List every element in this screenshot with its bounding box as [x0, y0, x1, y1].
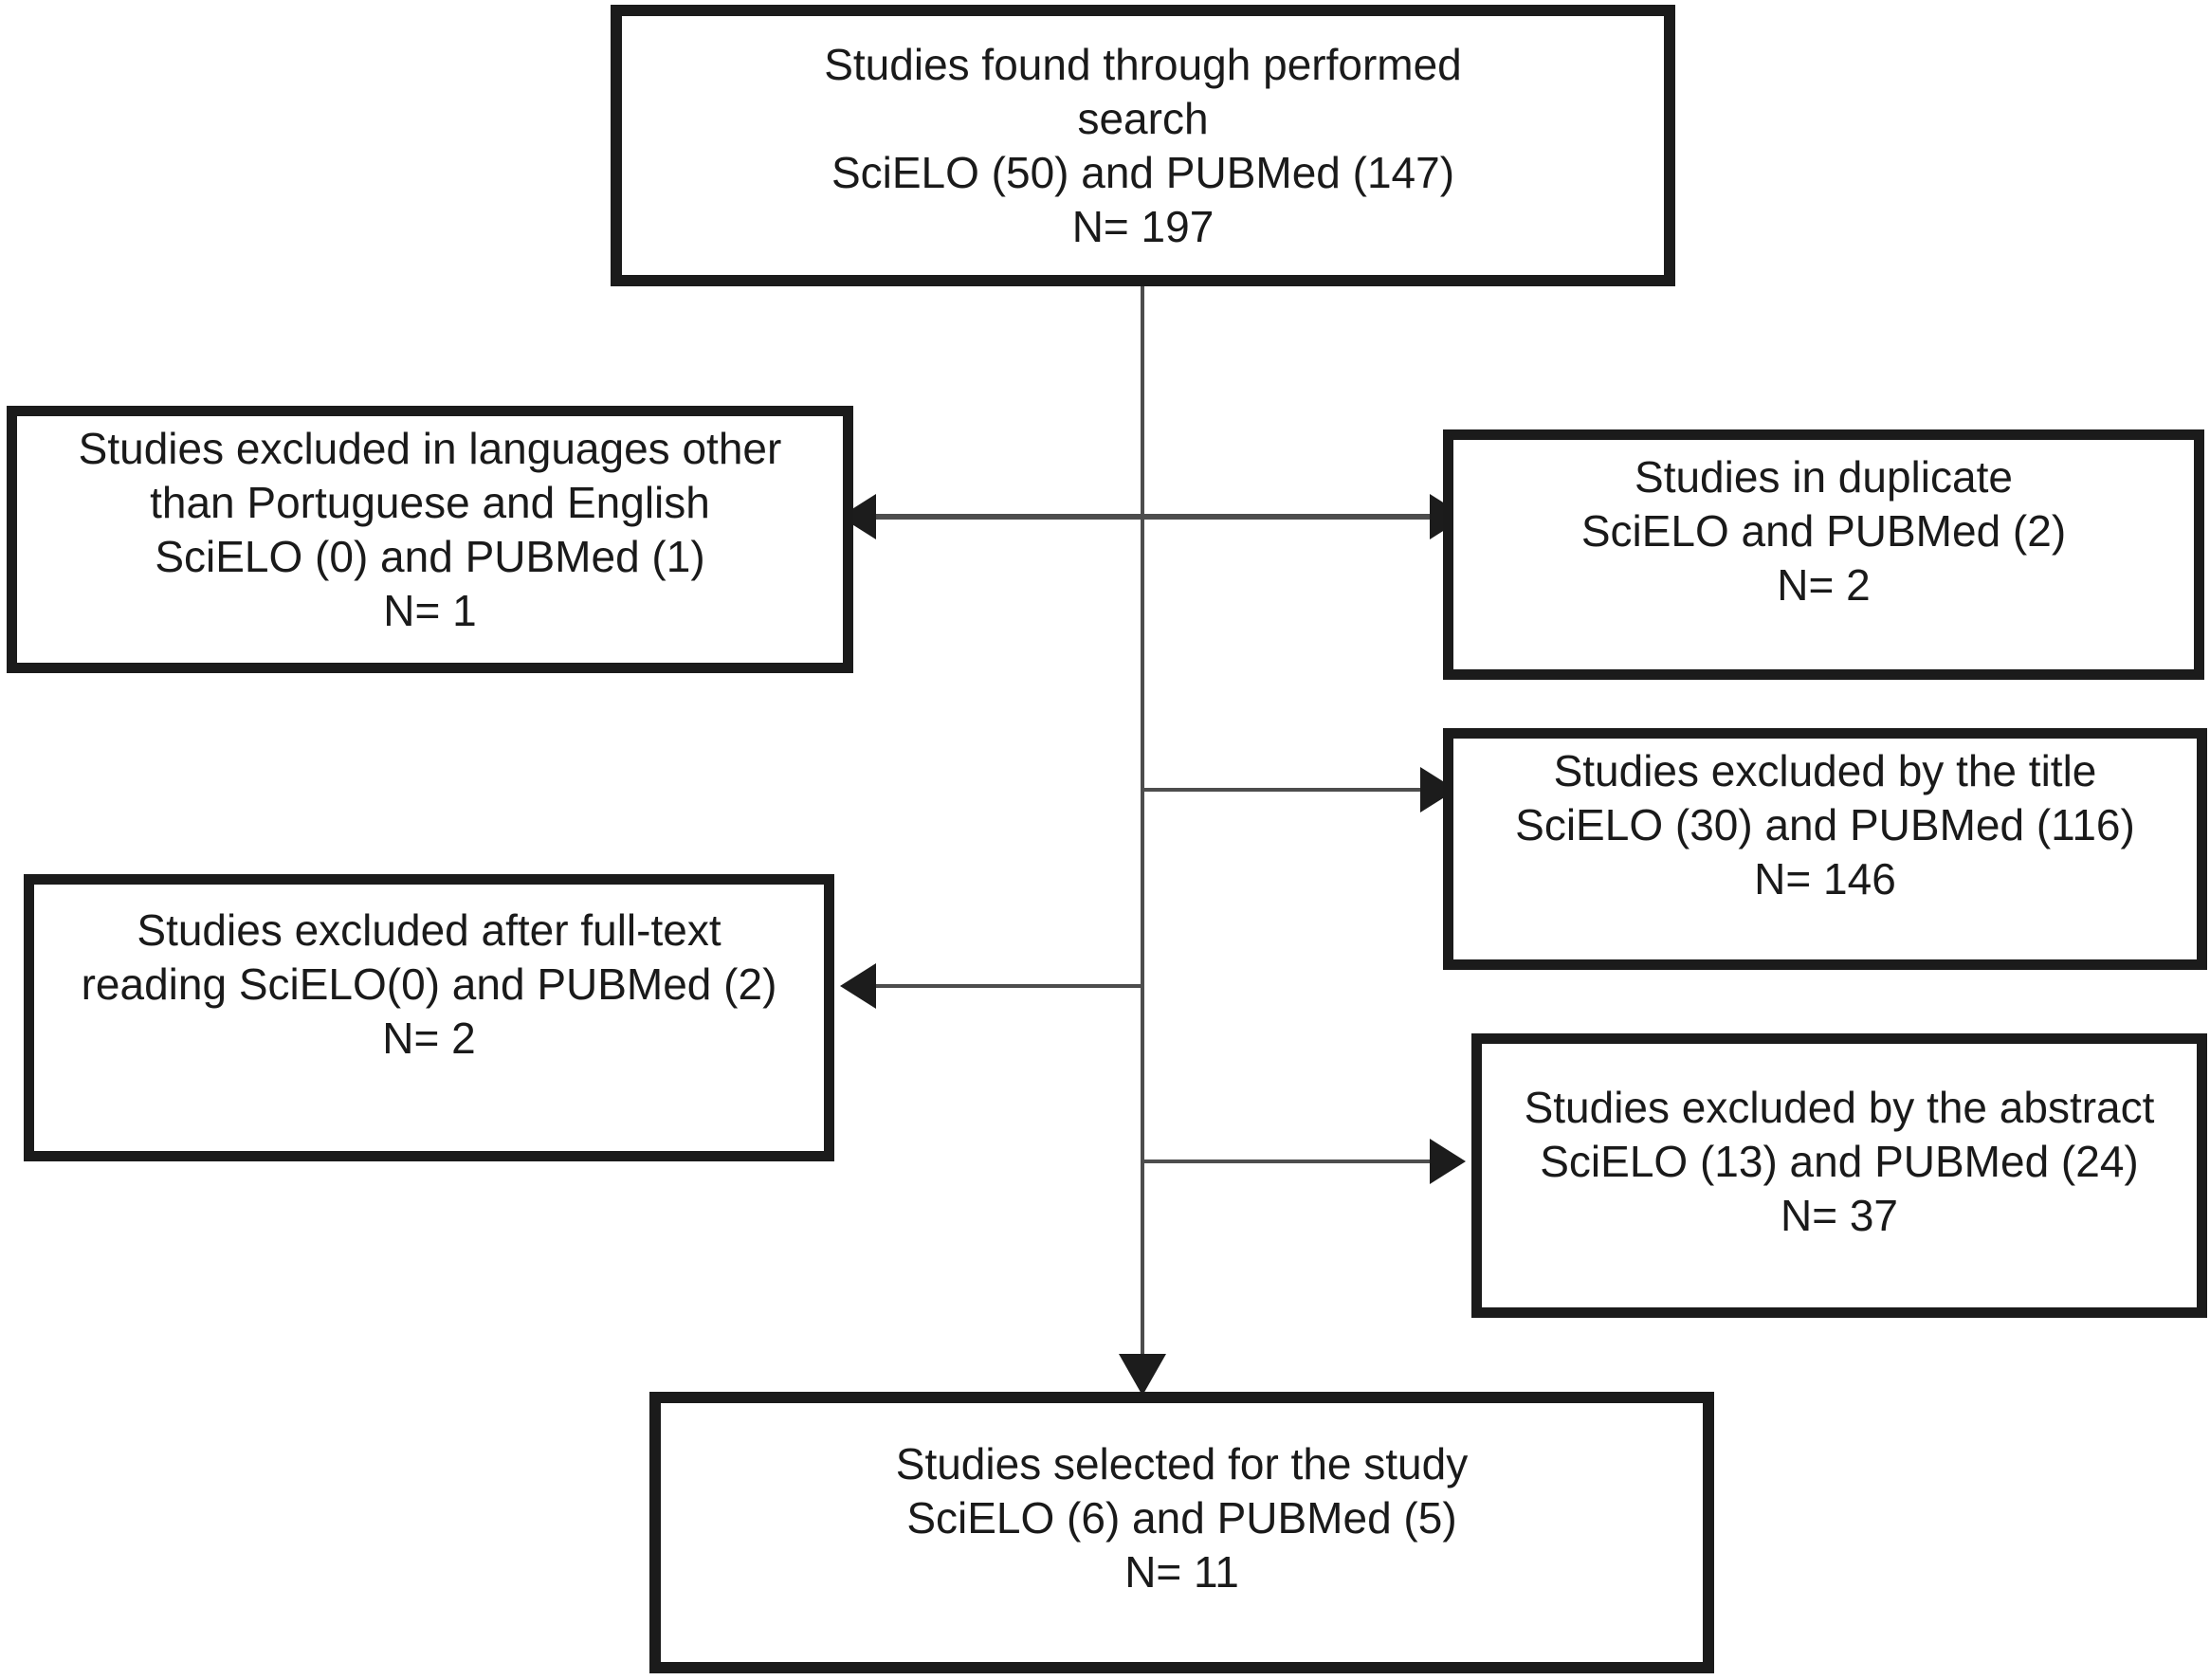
box-duplicates-text: Studies in duplicate SciELO and PUBMed (… [1580, 451, 2067, 610]
box-languages-excluded-text: Studies excluded in languages other than… [78, 424, 782, 635]
box-languages-excluded: Studies excluded in languages other than… [7, 406, 853, 673]
box-fulltext-excluded: Studies excluded after full-text reading… [24, 874, 834, 1161]
box-abstract-excluded-text: Studies excluded by the abstract SciELO … [1524, 1082, 2155, 1240]
arrowhead-right-abstract-icon [1430, 1139, 1466, 1184]
box-title-excluded: Studies excluded by the title SciELO (30… [1443, 728, 2207, 970]
box-abstract-excluded: Studies excluded by the abstract SciELO … [1471, 1033, 2207, 1318]
arrowhead-left-languages-icon [840, 494, 876, 539]
arrowhead-down-selected-icon [1119, 1354, 1166, 1396]
arrowhead-left-fulltext-icon [840, 963, 876, 1009]
box-studies-found: Studies found through performed search S… [611, 5, 1675, 286]
box-fulltext-excluded-text: Studies excluded after full-text reading… [81, 905, 777, 1063]
box-title-excluded-text: Studies excluded by the title SciELO (30… [1515, 746, 2135, 904]
box-studies-selected: Studies selected for the study SciELO (6… [649, 1392, 1714, 1673]
box-studies-selected-text: Studies selected for the study SciELO (6… [895, 1439, 1469, 1597]
box-duplicates: Studies in duplicate SciELO and PUBMed (… [1443, 429, 2204, 680]
arrowhead-right-title-icon [1420, 767, 1456, 813]
box-studies-found-text: Studies found through performed search S… [824, 39, 1462, 251]
